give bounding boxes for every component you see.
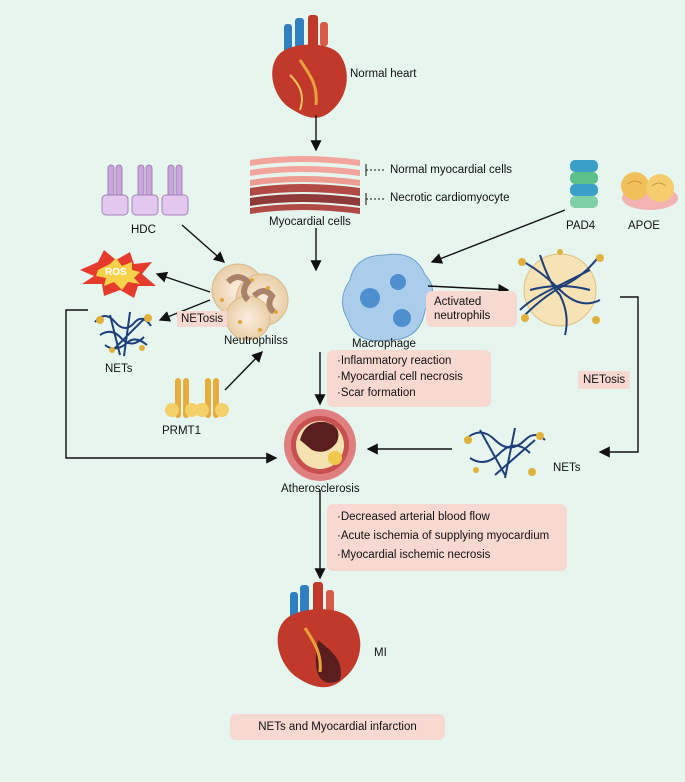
apoe-protein-icon bbox=[621, 172, 678, 210]
effect-item: ·Decreased arterial blood flow bbox=[337, 511, 490, 523]
activated-neutrophil-icon bbox=[518, 249, 604, 336]
pad4-protein-icon bbox=[570, 160, 598, 208]
effect-item: ·Scar formation bbox=[337, 387, 416, 399]
effect-item: ·Myocardial cell necrosis bbox=[337, 371, 463, 383]
effects-box-ischemia: ·Decreased arterial blood flow ·Acute is… bbox=[327, 504, 567, 571]
netosis-left-tag: NETosis bbox=[177, 311, 228, 327]
normal-heart-label: Normal heart bbox=[350, 68, 417, 80]
nets-right-label: NETs bbox=[553, 462, 581, 474]
neutrophils-cluster-icon bbox=[211, 263, 289, 341]
pad4-label: PAD4 bbox=[566, 220, 596, 232]
ros-burst-icon bbox=[80, 250, 156, 298]
apoe-label: APOE bbox=[628, 220, 660, 232]
hdc-antibody-icon bbox=[101, 164, 189, 216]
prmt1-label: PRMT1 bbox=[162, 425, 201, 437]
activated-line-1: Activated bbox=[434, 296, 482, 308]
myocardial-cells-icon bbox=[250, 156, 360, 214]
macrophage-label: Macrophage bbox=[352, 338, 416, 350]
effect-item: ·Acute ischemia of supplying myocardium bbox=[337, 530, 550, 542]
atherosclerosis-label: Atherosclerosis bbox=[281, 483, 360, 495]
mi-label: MI bbox=[374, 647, 387, 659]
normal-heart-icon bbox=[272, 15, 347, 118]
footer-title: NETs and Myocardial infarction bbox=[230, 714, 445, 740]
normal-myocardial-cells-label: Normal myocardial cells bbox=[390, 164, 513, 176]
nets-left-icon bbox=[94, 311, 152, 357]
atherosclerosis-artery-icon bbox=[284, 409, 356, 481]
mi-heart-icon bbox=[277, 582, 361, 688]
necrotic-cardiomyocyte-label: Necrotic cardiomyocyte bbox=[390, 192, 510, 204]
neutrophils-label: Neutrophilss bbox=[224, 335, 288, 347]
hdc-label: HDC bbox=[131, 224, 156, 236]
cell-pointer-lines bbox=[365, 164, 386, 205]
prmt1-protein-icon bbox=[165, 378, 229, 418]
myocardial-cells-label: Myocardial cells bbox=[269, 216, 351, 228]
activated-line-2: neutrophils bbox=[434, 310, 491, 322]
flow-arrows bbox=[65, 115, 639, 580]
ros-label: ROS bbox=[105, 267, 127, 278]
netosis-right-tag: NETosis bbox=[578, 371, 631, 389]
nets-left-label: NETs bbox=[105, 363, 133, 375]
effect-item: ·Myocardial ischemic necrosis bbox=[337, 549, 491, 561]
effect-item: ·Inflammatory reaction bbox=[337, 355, 452, 367]
effects-box-inflammation: ·Inflammatory reaction ·Myocardial cell … bbox=[327, 350, 491, 407]
macrophage-icon bbox=[342, 253, 433, 342]
activated-neutrophils-box: Activated neutrophils bbox=[426, 291, 517, 327]
nets-right-icon bbox=[464, 427, 546, 479]
